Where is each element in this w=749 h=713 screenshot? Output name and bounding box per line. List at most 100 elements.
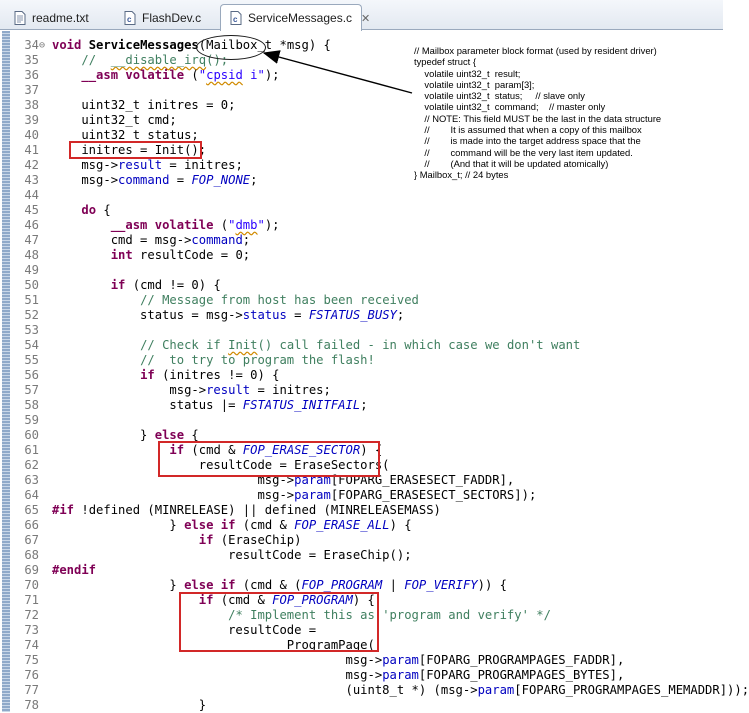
line-number: 41 (24, 143, 39, 157)
code-line: 47 cmd = msg->command; (0, 233, 723, 248)
line-number: 66 (24, 518, 39, 532)
code-text: msg->result = initres; (52, 383, 331, 397)
code-line: 62 resultCode = EraseSectors( (0, 458, 723, 473)
code-line: 44 (0, 188, 723, 203)
code-line: 55 // to try to program the flash! (0, 353, 723, 368)
code-text: ProgramPage( (52, 638, 375, 652)
line-number: 39 (24, 113, 39, 127)
line-number: 53 (24, 323, 39, 337)
code-line: 37 (0, 83, 723, 98)
code-text: if (cmd != 0) { (110, 278, 221, 292)
code-line: 68 resultCode = EraseChip(); (0, 548, 723, 563)
code-text: __asm volatile ("cpsid i"); (81, 68, 280, 82)
line-number: 70 (24, 578, 39, 592)
code-text: void ServiceMessages(Mailbox_t *msg) { (52, 38, 331, 52)
code-text: msg->result = initres; (52, 158, 243, 172)
code-line: 71 if (cmd & FOP_PROGRAM) { (0, 593, 723, 608)
struct-note-line: // It is assumed that when a copy of thi… (414, 124, 642, 136)
code-line: 59 (0, 413, 723, 428)
line-number: 49 (24, 263, 39, 277)
code-text: uint32_t cmd; (52, 113, 177, 127)
line-number: 73 (24, 623, 39, 637)
line-number: 52 (24, 308, 39, 322)
line-number: 47 (24, 233, 39, 247)
code-line: 75 msg->param[FOPARG_PROGRAMPAGES_FADDR]… (0, 653, 723, 668)
tab-readme[interactable]: readme.txt (4, 4, 106, 30)
line-number: 65 (24, 503, 39, 517)
line-number: 56 (24, 368, 39, 382)
code-text: resultCode = EraseSectors( (52, 458, 390, 472)
tab-label: readme.txt (32, 10, 89, 25)
code-text: status |= FSTATUS_INITFAIL; (52, 398, 368, 412)
struct-note-line: } Mailbox_t; // 24 bytes (414, 169, 509, 181)
code-text: // __disable_irq(); (81, 53, 229, 67)
code-text: do { (81, 203, 111, 217)
code-text: // Check if Init() call failed - in whic… (140, 338, 581, 352)
line-number: 63 (24, 473, 39, 487)
line-number: 50 (24, 278, 39, 292)
mailbox-struct-note: // Mailbox parameter block format (used … (414, 45, 714, 181)
code-text: #if !defined (MINRELEASE) || defined (MI… (52, 503, 441, 517)
close-icon[interactable]: ✕ (361, 12, 371, 25)
code-line: 60 } else { (0, 428, 723, 443)
line-number: 75 (24, 653, 39, 667)
struct-note-line: // NOTE: This field MUST be the last in … (414, 112, 662, 124)
line-number: 43 (24, 173, 39, 187)
line-number: 68 (24, 548, 39, 562)
line-number: 34 (24, 38, 39, 52)
code-line: 51 // Message from host has been receive… (0, 293, 723, 308)
code-line: 53 (0, 323, 723, 338)
code-line: 57 msg->result = initres; (0, 383, 723, 398)
line-number: 44 (24, 188, 39, 202)
code-text: } else if (cmd & FOP_ERASE_ALL) { (52, 518, 412, 532)
code-text: /* Implement this as 'program and verify… (228, 608, 551, 622)
code-text: if (initres != 0) { (140, 368, 280, 382)
struct-note-line: // (And that it will be updated atomical… (414, 157, 609, 169)
c-file-icon: c (229, 11, 243, 26)
code-line: 67 if (EraseChip) (0, 533, 723, 548)
line-number: 57 (24, 383, 39, 397)
code-line: 48 int resultCode = 0; (0, 248, 723, 263)
code-text: msg->command = FOP_NONE; (52, 173, 258, 187)
code-text: (uint8_t *) (msg->param[FOPARG_PROGRAMPA… (52, 683, 749, 697)
line-number: 40 (24, 128, 39, 142)
tab-label: ServiceMessages.c (248, 11, 353, 25)
svg-text:c: c (233, 15, 238, 24)
fold-toggle-icon[interactable]: ⊖ (39, 40, 46, 51)
line-number: 62 (24, 458, 39, 472)
line-number: 64 (24, 488, 39, 502)
struct-note-line: volatile uint32_t param[3]; (414, 78, 535, 90)
code-line: 74 ProgramPage( (0, 638, 723, 653)
code-text: } (52, 698, 207, 712)
text-file-icon (13, 10, 27, 25)
line-number: 48 (24, 248, 39, 262)
line-number: 74 (24, 638, 39, 652)
line-number: 69 (24, 563, 39, 577)
code-text: if (EraseChip) (198, 533, 302, 547)
code-line: 65 #if !defined (MINRELEASE) || defined (… (0, 503, 723, 518)
code-text: msg->param[FOPARG_ERASESECT_SECTORS]); (52, 488, 537, 502)
struct-note-line: volatile uint32_t command; // master onl… (414, 101, 606, 113)
code-line: 49 (0, 263, 723, 278)
line-number: 59 (24, 413, 39, 427)
code-line: 70 } else if (cmd & (FOP_PROGRAM | FOP_V… (0, 578, 723, 593)
code-line: 45 do { (0, 203, 723, 218)
tab-servicemessages[interactable]: c ServiceMessages.c ✕ (220, 4, 370, 31)
line-number: 42 (24, 158, 39, 172)
code-line: 58 status |= FSTATUS_INITFAIL; (0, 398, 723, 413)
struct-note-line: volatile uint32_t result; (414, 67, 521, 79)
highlight-box-init-call (69, 141, 202, 159)
code-text: cmd = msg->command; (52, 233, 251, 247)
line-number: 77 (24, 683, 39, 697)
struct-note-line: typedef struct { (414, 56, 477, 68)
line-number: 78 (24, 698, 39, 712)
code-line: 56 if (initres != 0) { (0, 368, 723, 383)
line-number: 36 (24, 68, 39, 82)
line-number: 71 (24, 593, 39, 607)
code-text: __asm volatile ("dmb"); (110, 218, 280, 232)
line-number: 76 (24, 668, 39, 682)
editor-tab-bar: readme.txt c FlashDev.c c ServiceMessage… (0, 0, 723, 31)
tab-flashdev[interactable]: c FlashDev.c (114, 4, 216, 30)
line-number: 72 (24, 608, 39, 622)
code-editor[interactable]: 34⊖ void ServiceMessages(Mailbox_t *msg) … (0, 31, 749, 712)
